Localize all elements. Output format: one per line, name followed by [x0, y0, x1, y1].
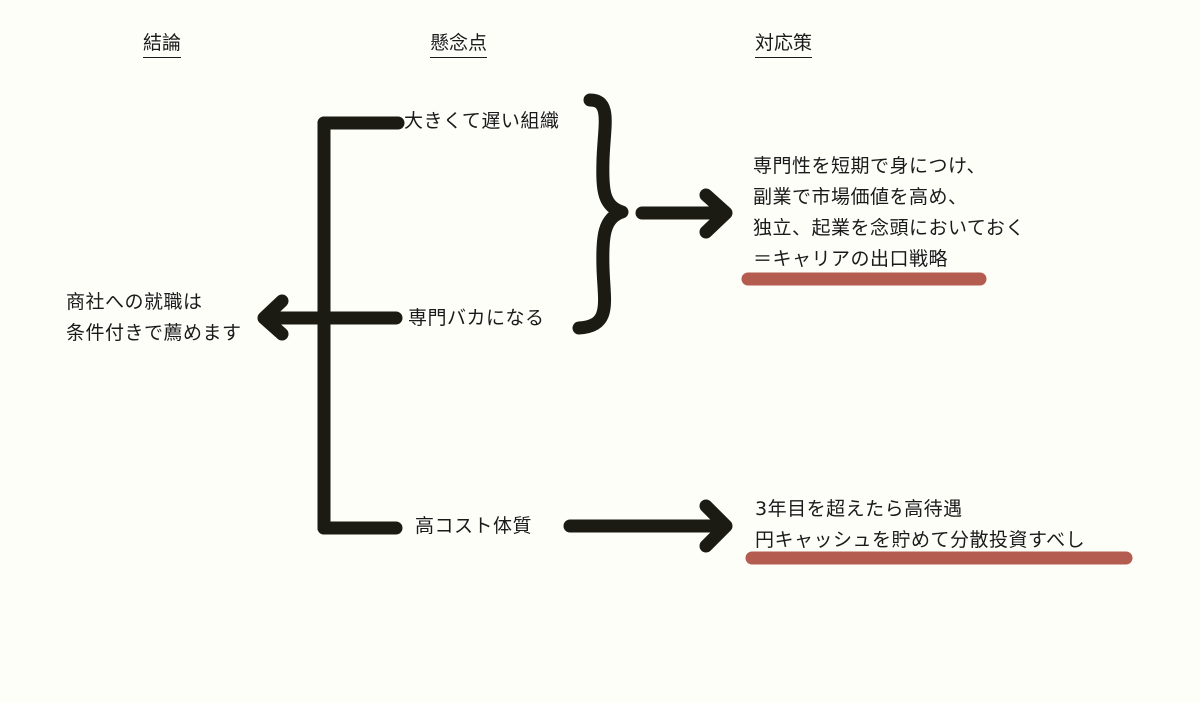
conclusion-text: 商社への就職は 条件付きで薦めます [66, 287, 242, 349]
countermeasure-second: 3年目を超えたら高待遇 円キャッシュを貯めて分散投資すべし [755, 494, 1085, 556]
concern-narrow-specialist: 専門バカになる [408, 307, 545, 329]
countermeasure-second-line-1: 3年目を超えたら高待遇 [755, 498, 963, 520]
header-concerns: 懸念点 [430, 30, 488, 58]
concern-high-cost: 高コスト体質 [415, 515, 533, 537]
concern-slow-organization: 大きくて遅い組織 [404, 110, 560, 132]
header-countermeasures: 対応策 [755, 30, 813, 58]
conclusion-line-2: 条件付きで薦めます [66, 322, 242, 344]
arrow-to-first-countermeasure [635, 188, 733, 239]
countermeasure-first: 専門性を短期で身につけ、 副業で市場価値を高め、 独立、起業を念頭においておく … [753, 151, 1025, 275]
countermeasure-first-line-2: 副業で市場価値を高め、 [753, 186, 968, 208]
arrow-to-second-countermeasure [563, 499, 733, 553]
countermeasure-first-line-4: ＝キャリアの出口戦略 [753, 248, 949, 270]
conclusion-line-1: 商社への就職は [66, 291, 203, 313]
curly-brace [572, 93, 629, 335]
countermeasure-first-line-3: 独立、起業を念頭においておく [753, 217, 1025, 239]
arrow-to-conclusion [257, 294, 331, 341]
header-conclusion: 結論 [143, 30, 182, 58]
countermeasure-second-line-2: 円キャッシュを貯めて分散投資すべし [755, 529, 1086, 551]
countermeasure-first-line-1: 専門性を短期で身につけ、 [753, 155, 987, 177]
